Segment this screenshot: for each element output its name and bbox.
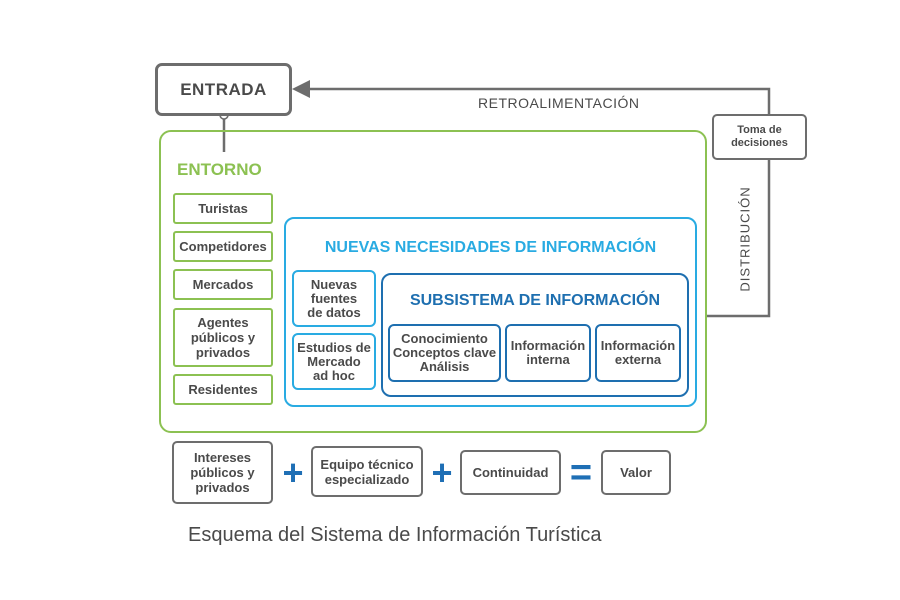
decisions-label: Toma de decisiones — [731, 124, 788, 149]
entrada-box: ENTRADA — [155, 63, 292, 116]
equals-icon: = — [569, 452, 593, 494]
entorno-title: ENTORNO — [177, 160, 262, 179]
nuevas-necesidades-container — [284, 217, 697, 407]
feedback-arrowhead — [292, 80, 310, 98]
nuevas-item-estudios: Estudios de Mercado ad hoc — [292, 333, 376, 390]
feedback-label: RETROALIMENTACIÓN — [478, 95, 640, 111]
plus-icon-2: + — [431, 452, 453, 493]
diagram-caption: Esquema del Sistema de Información Turís… — [188, 524, 602, 546]
subsistema-item-externa: Información externa — [595, 324, 681, 382]
entorno-item-competidores: Competidores — [173, 231, 273, 262]
distribution-label: DISTRIBUCIÓN — [737, 186, 753, 292]
entorno-item-mercados: Mercados — [173, 269, 273, 300]
formula-valor-box: Valor — [601, 450, 671, 495]
subsistema-container — [381, 273, 689, 397]
formula-equipo-box: Equipo técnico especializado — [311, 446, 423, 497]
formula-continuidad-box: Continuidad — [460, 450, 561, 495]
entorno-item-agentes: Agentes públicos y privados — [173, 308, 273, 367]
entorno-container — [159, 130, 707, 433]
subsistema-item-interna: Información interna — [505, 324, 591, 382]
subsistema-item-conocimiento: Conocimiento Conceptos clave Análisis — [388, 324, 501, 382]
feedback-line — [306, 87, 771, 116]
entorno-item-turistas: Turistas — [173, 193, 273, 224]
nuevas-necesidades-title: NUEVAS NECESIDADES DE INFORMACIÓN — [324, 239, 657, 256]
entrada-label: ENTRADA — [180, 79, 267, 99]
decisions-box: Toma de decisiones — [712, 114, 807, 160]
plus-icon-1: + — [282, 452, 304, 493]
subsistema-title: SUBSISTEMA DE INFORMACIÓN — [409, 292, 661, 309]
nuevas-item-fuentes: Nuevas fuentes de datos — [292, 270, 376, 327]
formula-intereses-box: Intereses públicos y privados — [172, 441, 273, 504]
entorno-item-residentes: Residentes — [173, 374, 273, 405]
distribution-line — [707, 160, 771, 318]
